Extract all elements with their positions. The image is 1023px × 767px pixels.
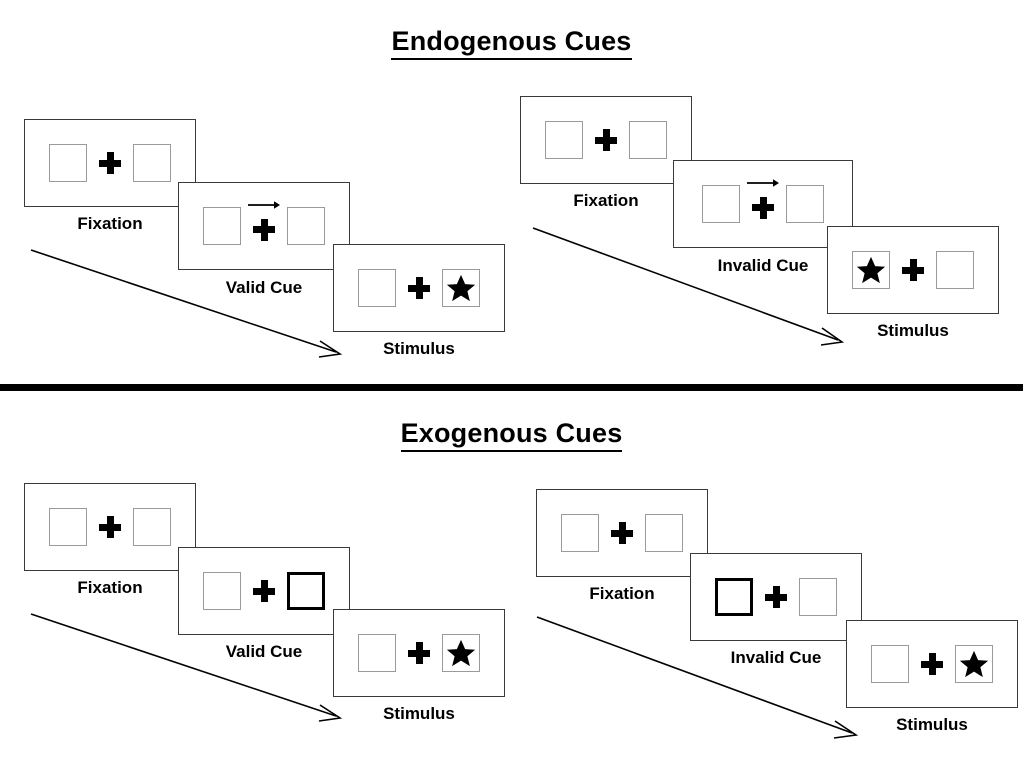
left-placeholder-box [561,514,599,552]
sequence-endogenous-valid: Fixation Valid Cue [0,0,520,380]
frame-label-cue: Valid Cue [225,642,303,661]
frame-label-cue: Invalid Cue [717,256,809,275]
sequence-exogenous-valid: Fixation Valid Cue Stimulus [0,383,520,767]
fixation-area [241,568,287,614]
frame-label-cue: Valid Cue [225,278,303,297]
fixation-area [241,201,287,249]
frame-label-stimulus: Stimulus [877,321,949,340]
trial-frame-cue[interactable] [178,182,350,270]
plus-icon [253,218,275,241]
frame-label-cue: Invalid Cue [730,648,822,667]
plus-icon [611,522,633,544]
right-cue-box [287,572,325,610]
frame-content [852,247,974,293]
frame-label-fixation: Fixation [77,578,143,597]
plus-icon [253,580,275,602]
fixation-area [753,574,799,620]
plus-icon [921,653,943,675]
right-placeholder-box [629,121,667,159]
frame-label-stimulus: Stimulus [383,339,455,358]
plus-icon [752,196,774,219]
trial-frame-stimulus[interactable] [846,620,1018,708]
plus-icon [765,586,787,608]
right-target-box [955,645,993,683]
sequence-endogenous-invalid: Fixation Invalid Cue [510,0,1023,380]
trial-frame-stimulus[interactable] [333,609,505,697]
trial-frame-cue[interactable] [690,553,862,641]
plus-icon [99,152,121,174]
trial-frame-fixation[interactable] [520,96,692,184]
plus-icon [408,642,430,664]
arrow-right-icon [248,201,280,209]
frame-content [702,179,824,227]
trial-frame-fixation[interactable] [536,489,708,577]
left-placeholder-box [203,207,241,245]
frame-label-fixation: Fixation [77,214,143,233]
frame-content [203,201,325,249]
frame-content [49,140,171,186]
right-placeholder-box [133,508,171,546]
frame-content [561,510,683,556]
star-icon [856,256,886,284]
frame-label-fixation: Fixation [589,584,655,603]
left-placeholder-box [871,645,909,683]
section-title-endogenous: Endogenous Cues [0,26,1023,60]
left-placeholder-box [358,269,396,307]
right-target-box [442,269,480,307]
frame-content [545,117,667,163]
left-placeholder-box [49,508,87,546]
fixation-area [740,179,786,227]
fixation-area [396,265,442,311]
sequence-exogenous-invalid: Fixation Invalid Cue Stimulus [510,383,1023,767]
fixation-area [87,140,133,186]
star-icon [959,650,989,678]
frame-content [358,630,480,676]
right-placeholder-box [645,514,683,552]
trial-frame-stimulus[interactable] [827,226,999,314]
trial-frame-fixation[interactable] [24,119,196,207]
section-title-exogenous: Exogenous Cues [0,418,1023,452]
frame-content [203,568,325,614]
frame-label-stimulus: Stimulus [896,715,968,734]
right-placeholder-box [786,185,824,223]
fixation-area [599,510,645,556]
fixation-area [87,504,133,550]
trial-frame-cue[interactable] [673,160,853,248]
frame-content [871,641,993,687]
star-icon [446,274,476,302]
plus-icon [99,516,121,538]
right-placeholder-box [287,207,325,245]
trial-frame-fixation[interactable] [24,483,196,571]
fixation-area [909,641,955,687]
section-title-endogenous-text: Endogenous Cues [391,26,632,60]
plus-icon [408,277,430,299]
right-target-box [442,634,480,672]
right-placeholder-box [799,578,837,616]
section-divider [0,384,1023,391]
plus-icon [902,259,924,281]
fixation-area [583,117,629,163]
left-cue-box [715,578,753,616]
frame-label-fixation: Fixation [573,191,639,210]
trial-frame-cue[interactable] [178,547,350,635]
right-placeholder-box [936,251,974,289]
left-placeholder-box [358,634,396,672]
frame-content [49,504,171,550]
right-placeholder-box [133,144,171,182]
star-icon [446,639,476,667]
trial-frame-stimulus[interactable] [333,244,505,332]
frame-label-stimulus: Stimulus [383,704,455,723]
left-placeholder-box [49,144,87,182]
frame-content [715,574,837,620]
left-placeholder-box [702,185,740,223]
plus-icon [595,129,617,151]
fixation-area [890,247,936,293]
section-title-exogenous-text: Exogenous Cues [400,418,623,452]
left-placeholder-box [203,572,241,610]
arrow-right-icon [747,179,779,187]
fixation-area [396,630,442,676]
left-target-box [852,251,890,289]
frame-content [358,265,480,311]
left-placeholder-box [545,121,583,159]
